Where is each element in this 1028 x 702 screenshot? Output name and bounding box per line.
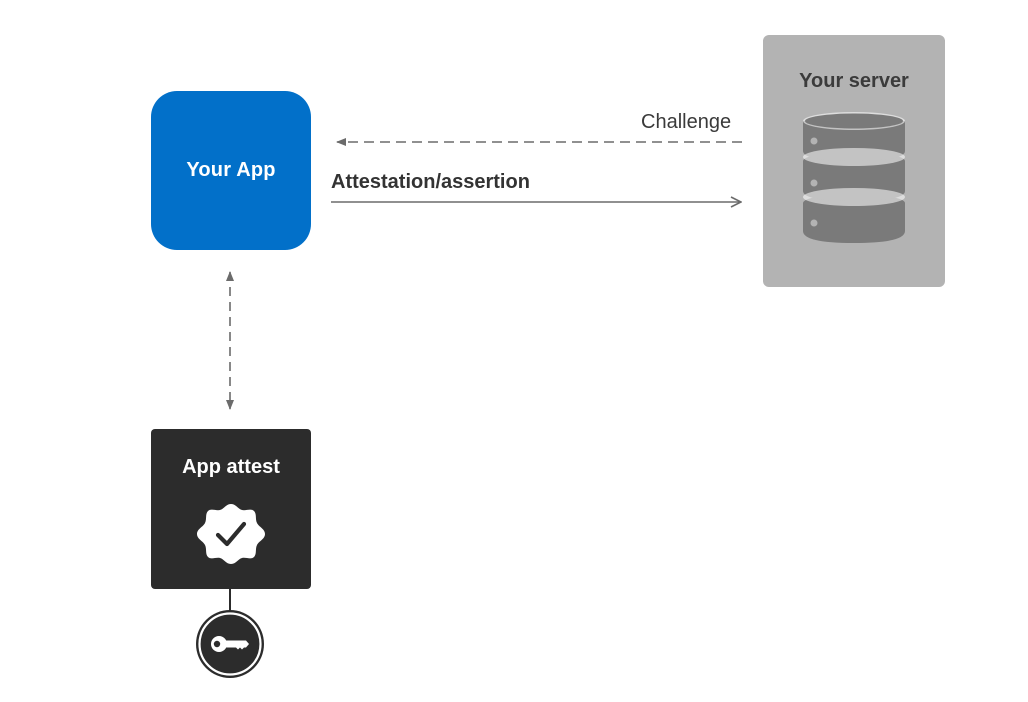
your-app-node: Your App bbox=[151, 91, 311, 250]
app-attest-node: App attest bbox=[151, 429, 311, 589]
key-icon bbox=[196, 610, 264, 678]
your-server-node: Your server bbox=[763, 35, 945, 287]
database-icon bbox=[803, 112, 905, 243]
challenge-label: Challenge bbox=[641, 111, 732, 133]
your-app-title: Your App bbox=[186, 159, 276, 181]
your-server-title: Your server bbox=[799, 70, 909, 92]
attestation-label: Attestation/assertion bbox=[331, 171, 530, 193]
app-attest-title: App attest bbox=[182, 456, 280, 478]
verified-badge-icon bbox=[197, 504, 265, 564]
